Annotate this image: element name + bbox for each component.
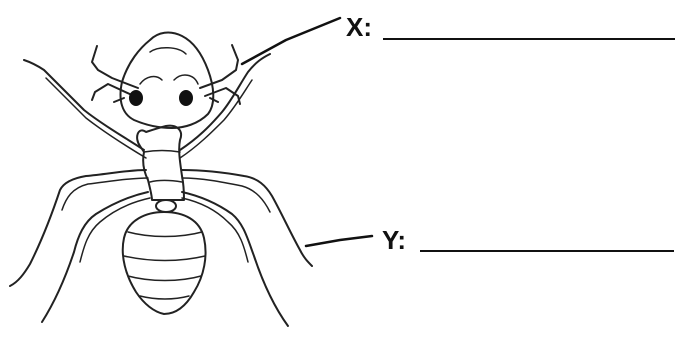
left-antenna-inner <box>92 84 134 100</box>
thorax-segment-1 <box>144 151 180 153</box>
right-front-leg <box>180 54 270 150</box>
abdomen-segment-3 <box>128 276 201 281</box>
pointer-line-y <box>306 236 372 246</box>
left-middle-leg-back <box>62 178 148 210</box>
abdomen-segment-2 <box>124 256 205 261</box>
abdomen-segment-1 <box>128 232 202 237</box>
left-eye <box>130 91 142 105</box>
abdomen-segment-4 <box>140 296 189 299</box>
left-back-leg-back <box>80 198 150 262</box>
head-brow-right <box>174 75 198 84</box>
right-eye <box>180 91 192 105</box>
mandible-left <box>114 98 124 102</box>
label-x: X: <box>346 14 372 40</box>
right-antenna-inner <box>205 88 240 104</box>
label-y: Y: <box>382 227 406 253</box>
ant-head <box>121 33 214 128</box>
answer-line-y[interactable] <box>420 250 674 252</box>
left-antenna <box>92 46 138 88</box>
thorax-segment-2 <box>150 181 182 183</box>
right-back-leg-back <box>182 198 248 262</box>
right-back-leg <box>182 192 288 326</box>
answer-line-x[interactable] <box>383 38 675 40</box>
head-brow-left <box>140 77 162 84</box>
ant-petiole <box>156 200 176 212</box>
ant-thorax <box>137 126 184 200</box>
right-middle-leg <box>182 170 312 266</box>
head-ridge <box>150 48 186 54</box>
pointer-line-x <box>242 18 340 64</box>
